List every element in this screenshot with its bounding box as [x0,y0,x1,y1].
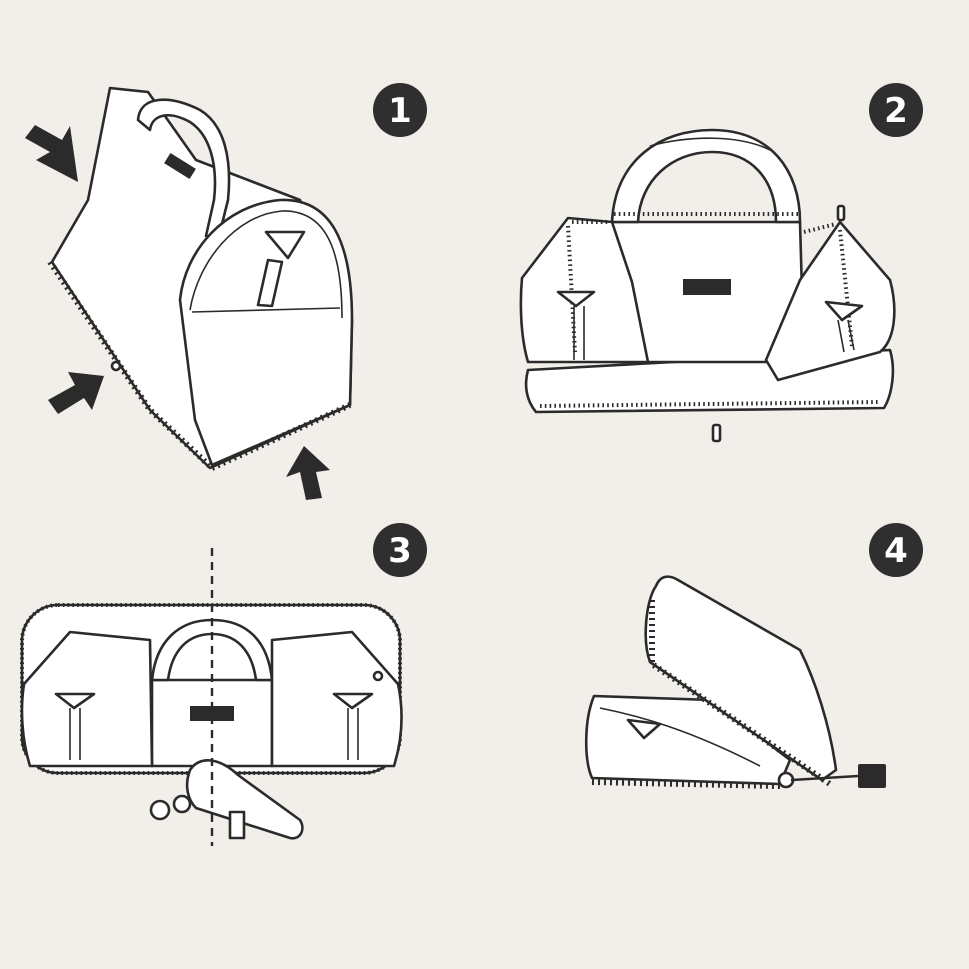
strap-triangle [264,230,306,260]
arrow-bottom-right [286,446,330,500]
right-pocket-triangle [332,692,374,710]
zipper-end-tab [858,764,886,788]
folded-pocket-triangle [626,718,662,740]
brand-label-patch [164,152,196,180]
left-pocket-triangle [54,692,96,710]
bag-handle [610,128,802,224]
step-2-number: 2 [884,91,908,131]
right-pocket-triangle [824,300,864,322]
step-2-panel: 2 [519,83,923,443]
zipper-pull [110,360,122,372]
side-zipper-pull [372,670,384,682]
step-3-number: 3 [388,531,412,571]
step-1-number: 1 [388,91,412,131]
front-strap [256,258,284,308]
step-3-badge [373,523,427,577]
zipper-edge-bottom [210,402,352,471]
folded-top-flap [644,575,838,782]
top-zipper-pull [836,204,846,222]
arrow-top-left [25,125,78,182]
brand-label-patch [683,279,731,295]
step-2-badge [869,83,923,137]
strap-clip-right [172,794,192,814]
step-1-badge [373,83,427,137]
step-1-panel: 1 [25,83,427,500]
step-4-number: 4 [884,531,908,571]
brand-label-patch [190,706,234,721]
step-3-panel: 3 [20,523,427,846]
base-zipper [539,400,881,408]
base-zipper-pull [711,423,722,443]
bag-front-end-panel [178,198,354,467]
step-4-panel: 4 [584,523,923,789]
bag-top-handle [136,98,231,242]
zipper-edge-left [47,260,215,471]
right-side-pocket [764,220,896,382]
strap-clip-left [149,799,171,821]
bottom-zipper [591,779,781,789]
strap-buckle [228,810,246,840]
right-folded-side [270,630,403,768]
left-pocket-triangle [556,290,596,308]
step-4-badge [869,523,923,577]
left-side-pocket [519,216,650,364]
arrow-bottom-left [48,372,104,414]
